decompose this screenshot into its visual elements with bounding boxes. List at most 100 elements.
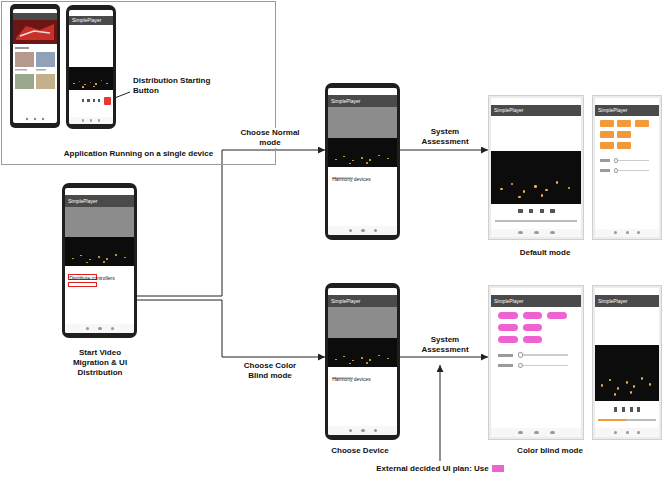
grey-area: [328, 307, 397, 338]
city-light: [86, 262, 88, 263]
nav-dot: [42, 118, 44, 120]
city-light: [518, 196, 521, 199]
screen-text: SimplePlayer: [598, 107, 627, 113]
edge-label: Choose Color Blind mode: [240, 361, 300, 381]
option-button: [600, 142, 614, 149]
control-icon: [93, 99, 95, 102]
nav-dot: [534, 431, 539, 435]
city-light: [609, 379, 611, 382]
screen-text: SimplePlayer: [494, 107, 523, 113]
city-light: [361, 157, 363, 158]
nav-dot: [26, 118, 28, 120]
option-button: [635, 120, 649, 127]
city-light: [378, 155, 380, 156]
nav-dot: [111, 327, 114, 330]
city-light: [633, 385, 635, 388]
phone-screenshot: SimplePlayerDistribute controllers: [62, 183, 137, 338]
nav-dot: [637, 231, 640, 234]
slider-track: [518, 354, 568, 355]
app-header: SimplePlayer: [65, 195, 134, 207]
annotation-label: Choose Device: [310, 446, 410, 456]
nav-dot: [374, 429, 377, 433]
app-header: SimplePlayer: [491, 105, 581, 116]
control-icon: [550, 209, 555, 213]
nav-dot: [550, 431, 555, 435]
city-light: [541, 194, 544, 197]
city-light: [80, 255, 82, 256]
legend-entry: External decided UI plan: Use: [375, 464, 505, 474]
connector-arrow: [400, 150, 488, 151]
nav-dot: [349, 229, 352, 233]
screen-text: Distribute controllers: [69, 275, 115, 281]
phone-bezel: [10, 4, 60, 128]
nav-dot: [637, 431, 640, 435]
option-button: [523, 324, 543, 331]
app-header: SimplePlayer: [595, 295, 659, 307]
control-icon: [622, 407, 625, 411]
city-light: [366, 162, 368, 163]
slider-track: [518, 365, 568, 366]
nav-bar: [595, 229, 659, 237]
city-light: [378, 355, 380, 356]
option-button: [498, 336, 518, 343]
nav-bar: [328, 426, 397, 435]
text-slot: SimplePlayer: [331, 295, 396, 307]
text-line: [15, 47, 29, 49]
thumbnail: [15, 74, 34, 89]
nav-bar: [328, 226, 397, 235]
annotation-label: Start Video Migration & UI Distribution: [60, 348, 140, 378]
connector-arrow: [137, 300, 325, 357]
option-button: [523, 312, 543, 319]
annotation-label: Distribution Starting Button: [133, 76, 213, 96]
city-light: [95, 83, 96, 84]
red-highlight: [68, 282, 97, 288]
city-light: [73, 83, 74, 84]
city-light: [93, 86, 94, 87]
screen-text: SimplePlayer: [494, 298, 523, 304]
control-icon: [98, 99, 100, 102]
screen-text: SimplePlayer: [72, 17, 101, 23]
city-light: [369, 359, 371, 360]
city-light: [101, 80, 102, 81]
control-icon: [518, 209, 523, 213]
text-line: [15, 69, 27, 71]
city-light: [523, 190, 526, 193]
city-light: [343, 356, 345, 357]
text-slot: SimplePlayer: [72, 16, 112, 25]
city-light: [387, 358, 389, 359]
nav-dot: [349, 429, 352, 433]
text-slot: SimplePlayer: [68, 195, 133, 207]
video-frame: [595, 345, 659, 402]
city-light: [349, 363, 351, 364]
banner-shape: [16, 24, 54, 40]
control-icon: [630, 407, 633, 411]
nav-dot: [98, 327, 101, 330]
app-header: SimplePlayer: [491, 295, 581, 307]
connector-arrow: [137, 150, 325, 296]
phone-screen: SimplePlayerDistribute controllers: [65, 188, 134, 333]
banner-stroke: [20, 31, 50, 36]
video-frame: [328, 338, 397, 367]
text-slot: SimplePlayer: [598, 295, 658, 307]
nav-dot: [361, 229, 364, 233]
city-light: [352, 360, 354, 361]
phone-screenshot: SimplePlayer: [592, 285, 662, 440]
city-light: [98, 256, 100, 257]
option-button: [498, 324, 518, 331]
distribute-button: [104, 97, 111, 105]
nav-dot: [626, 431, 629, 435]
screen-text: SimplePlayer: [331, 298, 360, 304]
text-line: [36, 69, 46, 71]
edge-label: System Assessment: [415, 335, 475, 355]
option-button: [617, 142, 631, 149]
option-button: [523, 336, 543, 343]
city-light: [617, 387, 619, 390]
text-slot: Harmony devices: [332, 367, 396, 385]
nav-bar: [65, 324, 134, 333]
city-light: [568, 187, 571, 190]
city-light: [343, 156, 345, 157]
nav-dot: [82, 119, 84, 122]
nav-bar: [491, 229, 581, 237]
nav-dot: [626, 231, 629, 234]
app-header: SimplePlayer: [595, 105, 659, 116]
